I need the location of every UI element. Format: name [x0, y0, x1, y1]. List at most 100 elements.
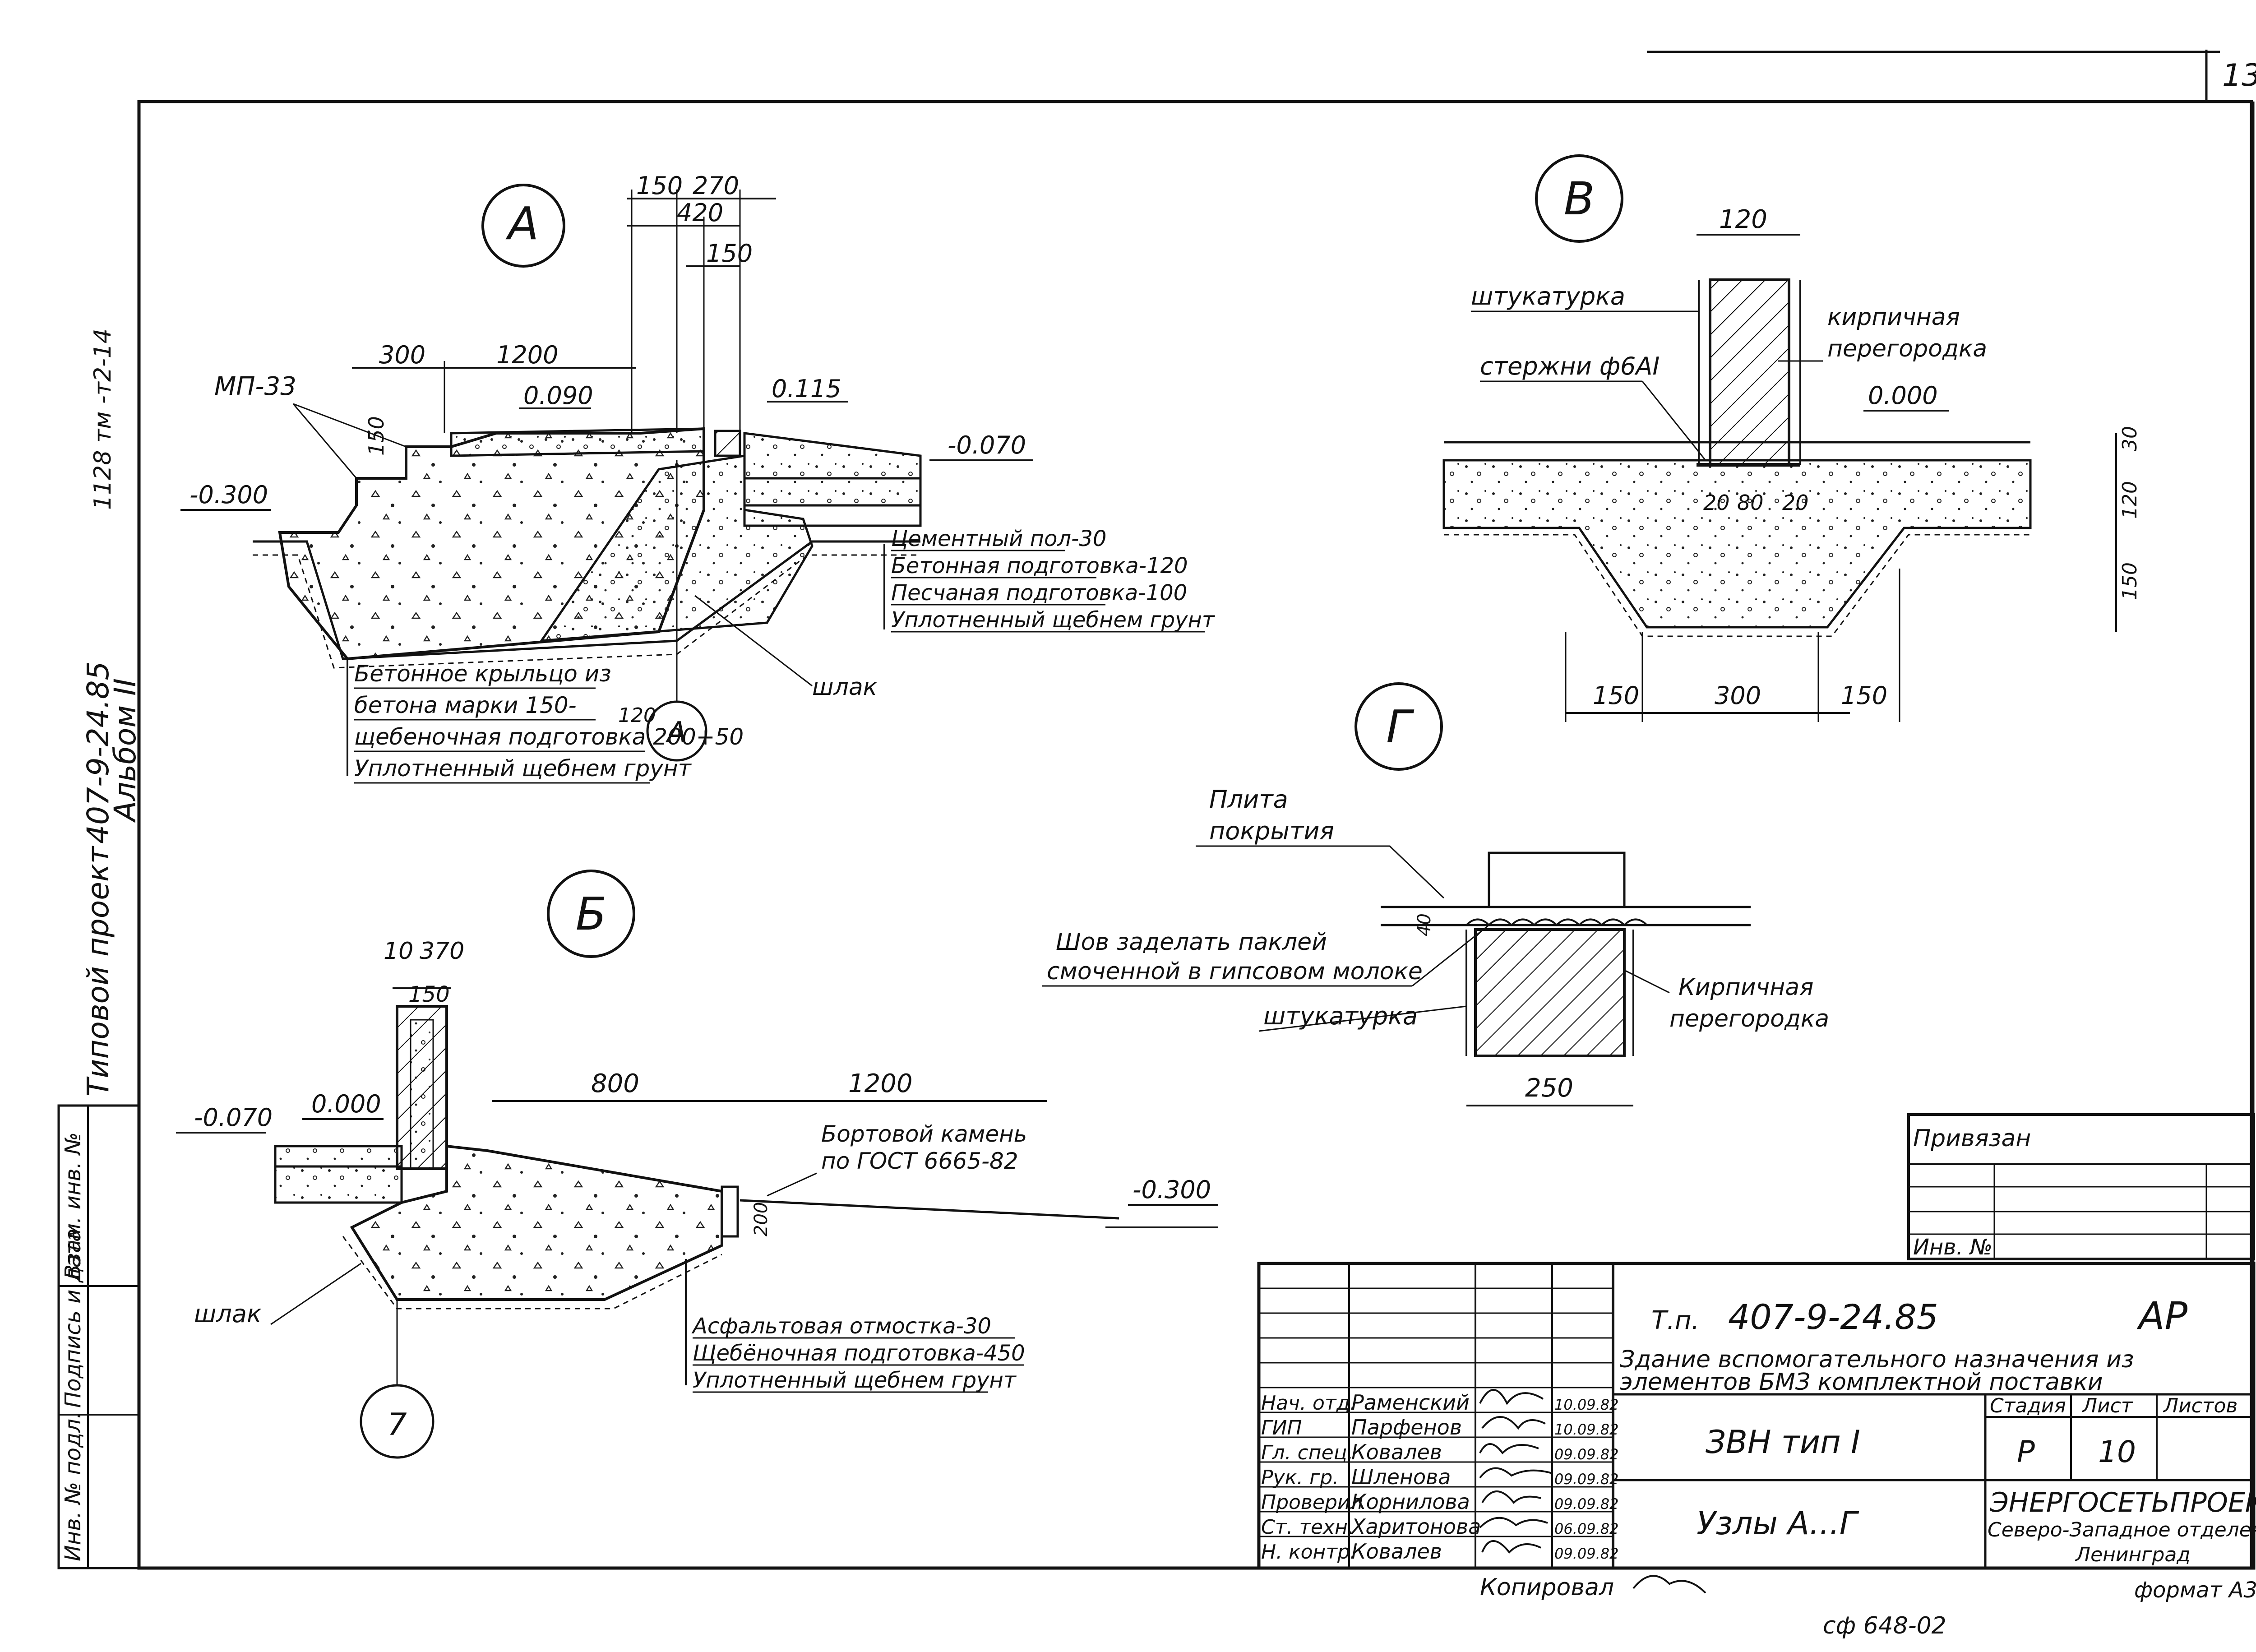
svg-text:АР: АР	[2136, 1294, 2187, 1338]
svg-text:покрытия: покрытия	[1209, 817, 1334, 845]
svg-text:шлак: шлак	[194, 1300, 262, 1328]
svg-text:-0.070: -0.070	[194, 1103, 273, 1132]
svg-text:300: 300	[1715, 681, 1761, 710]
svg-text:МП-33: МП-33	[214, 372, 296, 401]
svg-text:перегородка: перегородка	[1669, 1005, 1829, 1032]
svg-text:150: 150	[2118, 562, 2141, 600]
project-type: Типовой проект	[81, 845, 116, 1097]
svg-text:штукатурка: штукатурка	[1263, 1002, 1418, 1030]
svg-text:270: 270	[693, 171, 739, 200]
svg-text:80: 80	[1737, 491, 1764, 515]
svg-text:Ковалев: Ковалев	[1351, 1440, 1442, 1464]
svg-text:щебеночная подготовка 200+50: щебеночная подготовка 200+50	[354, 724, 744, 750]
svg-text:Ковалев: Ковалев	[1351, 1539, 1442, 1564]
svg-text:Раменский: Раменский	[1351, 1390, 1470, 1415]
svg-text:Щебёночная подготовка-450: Щебёночная подготовка-450	[693, 1341, 1025, 1366]
signatures	[1479, 1389, 1706, 1594]
node-v-marker	[1535, 154, 1623, 243]
svg-text:200: 200	[751, 1202, 772, 1236]
svg-text:Гл. спец.: Гл. спец.	[1261, 1441, 1354, 1464]
svg-text:сф 648-02: сф 648-02	[1823, 1612, 1946, 1639]
svg-text:Р: Р	[2017, 1435, 2035, 1469]
svg-text:бетона марки 150-: бетона марки 150-	[354, 692, 577, 718]
svg-text:800: 800	[591, 1069, 639, 1098]
sign-date-label: Подпись и дата	[60, 1228, 86, 1408]
svg-text:150: 150	[408, 982, 450, 1007]
node-a: А 150 270 420 150 300 1200 150 0.090	[180, 171, 1216, 784]
svg-text:Здание вспомогательного назнач: Здание вспомогательного назначения из	[1620, 1346, 2134, 1373]
node-g-marker	[1355, 682, 1443, 771]
svg-text:150: 150	[1841, 681, 1887, 710]
svg-text:150: 150	[706, 239, 753, 268]
binding-table	[1907, 1113, 2255, 1260]
page-number: 13	[2222, 58, 2256, 93]
node-b-marker	[547, 870, 635, 958]
title-block	[1257, 1262, 2256, 1570]
svg-text:120: 120	[618, 704, 656, 727]
node-v: В 120 20 80 20 30 120 150 150 300 150 0.…	[1442, 154, 2141, 722]
svg-text:120: 120	[1719, 205, 1767, 234]
node-b: Б 10 370 150 800 1200 200 -0.070 0.000 -…	[176, 870, 1218, 1459]
svg-text:Стадия: Стадия	[1990, 1394, 2066, 1417]
svg-text:150: 150	[636, 171, 683, 200]
svg-text:Шов заделать паклей: Шов заделать паклей	[1056, 929, 1327, 956]
svg-text:10: 10	[384, 938, 413, 965]
svg-text:ЭНЕРГОСЕТЬПРОЕКТ: ЭНЕРГОСЕТЬПРОЕКТ	[1989, 1487, 2256, 1518]
svg-text:стержни ф6АI: стержни ф6АI	[1480, 352, 1660, 380]
svg-text:Северо-Западное отделение: Северо-Западное отделение	[1988, 1518, 2256, 1541]
svg-text:Парфенов: Парфенов	[1351, 1415, 1462, 1439]
svg-text:кирпичная: кирпичная	[1827, 304, 1960, 331]
svg-text:Лист: Лист	[2081, 1394, 2133, 1417]
svg-text:09.09.82: 09.09.82	[1554, 1471, 1619, 1488]
svg-text:Рук. гр.: Рук. гр.	[1261, 1466, 1339, 1489]
svg-text:Бортовой камень: Бортовой камень	[821, 1121, 1027, 1147]
svg-text:10.09.82: 10.09.82	[1554, 1396, 1619, 1413]
svg-text:40: 40	[1414, 913, 1435, 936]
svg-text:по ГОСТ 6665-82: по ГОСТ 6665-82	[821, 1148, 1018, 1174]
svg-text:Бетонное крыльцо из: Бетонное крыльцо из	[354, 661, 611, 687]
node-g: Г 250 40 Плита покрытия Шов заделать пак…	[1042, 682, 1829, 1106]
svg-text:1200: 1200	[848, 1069, 913, 1098]
svg-text:120: 120	[2118, 481, 2141, 519]
project-code: 1128 тм -т2-14	[89, 329, 116, 510]
svg-text:Проверил: Проверил	[1261, 1491, 1363, 1514]
svg-text:формат А3: формат А3	[2134, 1578, 2256, 1603]
svg-text:-0.300: -0.300	[1133, 1175, 1211, 1204]
svg-text:Корнилова: Корнилова	[1351, 1490, 1470, 1514]
svg-text:420: 420	[677, 199, 723, 227]
svg-text:Ст. техн.: Ст. техн.	[1261, 1516, 1354, 1539]
svg-text:элементов БМЗ комплектной пост: элементов БМЗ комплектной поставки	[1620, 1369, 2103, 1396]
svg-text:Кирпичная: Кирпичная	[1678, 974, 1813, 1001]
svg-text:10: 10	[2098, 1435, 2136, 1469]
svg-text:Нач. отд.: Нач. отд.	[1261, 1392, 1356, 1415]
node-a-marker	[481, 184, 565, 268]
svg-text:Уплотненный щебнем грунт: Уплотненный щебнем грунт	[891, 607, 1216, 633]
svg-text:370: 370	[420, 938, 464, 965]
svg-text:0.000: 0.000	[1868, 381, 1938, 410]
svg-text:Цементный пол-30: Цементный пол-30	[891, 526, 1106, 551]
svg-text:перегородка: перегородка	[1827, 335, 1987, 362]
svg-text:Т.п.: Т.п.	[1651, 1306, 1699, 1335]
svg-text:1200: 1200	[496, 341, 558, 369]
svg-text:ЗВН тип I: ЗВН тип I	[1706, 1424, 1860, 1461]
svg-text:Узлы А...Г: Узлы А...Г	[1697, 1505, 1859, 1542]
svg-text:Г: Г	[1386, 700, 1415, 753]
svg-text:Привязан: Привязан	[1913, 1125, 2031, 1152]
svg-text:-0.070: -0.070	[948, 431, 1026, 459]
svg-text:Листов: Листов	[2163, 1394, 2238, 1417]
svg-text:Плита: Плита	[1209, 785, 1288, 814]
svg-text:Асфальтовая отмостка-30: Асфальтовая отмостка-30	[691, 1314, 991, 1339]
svg-text:Уплотненный щебнем грунт: Уплотненный щебнем грунт	[354, 755, 692, 782]
svg-text:Бетонная подготовка-120: Бетонная подготовка-120	[891, 553, 1188, 578]
svg-text:0.115: 0.115	[772, 375, 841, 403]
svg-text:300: 300	[379, 341, 425, 369]
side-strip: Инв. № подл. Подпись и дата Взам. инв. №…	[57, 329, 143, 1569]
svg-text:Ленинград: Ленинград	[2075, 1543, 2191, 1566]
svg-text:0.000: 0.000	[311, 1090, 381, 1118]
album: Альбом II	[108, 678, 143, 823]
svg-text:Копировал: Копировал	[1480, 1574, 1614, 1601]
svg-text:10.09.82: 10.09.82	[1554, 1421, 1619, 1438]
project-number: 407-9-24.85	[81, 661, 116, 844]
svg-text:407-9-24.85: 407-9-24.85	[1728, 1297, 1938, 1337]
